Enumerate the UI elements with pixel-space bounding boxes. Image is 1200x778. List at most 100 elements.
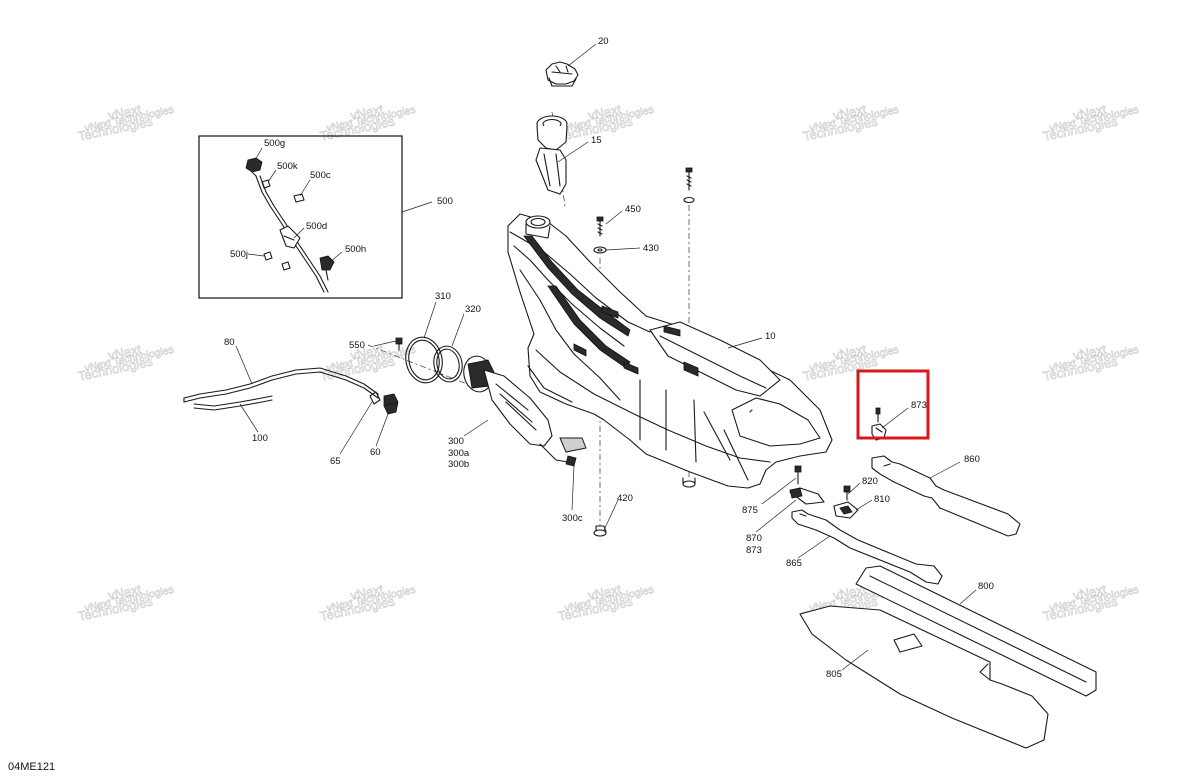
callout-420: 420 — [617, 493, 633, 504]
watermark-line1: vNext — [832, 581, 868, 603]
ring-320-part — [433, 345, 463, 383]
callout-870: 870 — [746, 533, 762, 544]
callout-450: 450 — [625, 204, 641, 215]
leader-500g — [253, 147, 263, 163]
leader-20 — [567, 43, 597, 67]
callout-873-top: 873 — [911, 400, 927, 411]
watermark-line1: vNext — [832, 341, 868, 363]
callout-15: 15 — [591, 135, 602, 146]
callout-80: 80 — [224, 337, 235, 348]
callout-60: 60 — [370, 447, 381, 458]
filler-neck-part — [535, 115, 568, 195]
callout-320: 320 — [465, 304, 481, 315]
watermark-line1: vNext — [587, 101, 623, 123]
connector-60-part — [383, 393, 399, 415]
callout-805: 805 — [826, 669, 842, 680]
callout-100: 100 — [252, 433, 268, 444]
nut-810-part — [833, 501, 859, 519]
leader-810 — [855, 499, 873, 511]
diagram-code: 04ME121 — [8, 761, 55, 773]
leader-500d — [293, 227, 305, 239]
leader-500k — [267, 169, 277, 183]
clamp-65-part — [369, 391, 381, 405]
leader-500j — [247, 253, 265, 257]
callout-310: 310 — [435, 291, 451, 302]
watermark-line1: vNext — [1072, 581, 1108, 603]
leader-500h — [329, 251, 343, 263]
leader-500c — [299, 179, 311, 197]
washer-430-part — [593, 246, 607, 254]
leader-865 — [797, 535, 831, 559]
highlight-box-873 — [856, 369, 930, 440]
leader-10 — [727, 337, 763, 349]
leader-100 — [239, 403, 259, 433]
callout-300a: 300a — [448, 448, 470, 459]
callout-300b: 300b — [448, 459, 469, 470]
leader-60 — [375, 413, 389, 447]
callout-800: 800 — [978, 581, 994, 592]
watermark-line1: vNext — [107, 581, 143, 603]
leader-420 — [603, 499, 619, 531]
leader-805 — [841, 649, 869, 671]
filler-cap-part — [545, 61, 579, 87]
leader-550 — [373, 340, 397, 347]
clip-870-part — [789, 487, 825, 505]
watermark-line1: vNext — [587, 581, 623, 603]
callout-865: 865 — [786, 558, 802, 569]
callout-300c: 300c — [562, 513, 583, 524]
watermark-line1: vNext — [349, 581, 385, 603]
callout-500c: 500c — [310, 170, 331, 181]
callout-500k: 500k — [277, 161, 298, 172]
leader-430 — [605, 247, 641, 251]
callout-10: 10 — [765, 331, 776, 342]
callout-500j: 500j — [230, 249, 248, 260]
leader-873-top — [881, 407, 909, 429]
callout-65: 65 — [330, 456, 341, 467]
callout-430: 430 — [643, 243, 659, 254]
callout-873: 873 — [746, 545, 762, 556]
leader-875 — [761, 477, 797, 505]
fuel-tank-part — [507, 213, 833, 537]
inset-box-500 — [198, 135, 403, 299]
watermark-line1: vNext — [349, 101, 385, 123]
leader-450 — [605, 210, 623, 225]
leader-860 — [929, 461, 961, 479]
callout-500: 500 — [437, 196, 453, 207]
leader-80 — [235, 345, 253, 385]
bolt-875-part — [794, 465, 802, 485]
watermark-line1: vNext — [107, 101, 143, 123]
callout-810: 810 — [874, 494, 890, 505]
screw-550-part — [395, 337, 403, 351]
leader-lines — [235, 43, 977, 671]
gasket-310-part — [405, 336, 443, 384]
vent-hose-assembly-500 — [245, 157, 335, 293]
rear-bolt-part — [683, 167, 695, 204]
leader-820 — [847, 482, 861, 495]
leader-300c — [571, 465, 575, 511]
leader-870 — [755, 499, 797, 533]
callout-500d: 500d — [306, 221, 327, 232]
clip-873-highlighted — [871, 407, 887, 441]
leader-800 — [959, 589, 977, 605]
watermark-line1: vNext — [1072, 101, 1108, 123]
callout-500g: 500g — [264, 138, 285, 149]
axis-line-pump — [367, 344, 483, 391]
watermark-line1: vNext — [1072, 341, 1108, 363]
watermark-line1: vNext — [349, 341, 385, 363]
callout-300: 300 — [448, 436, 464, 447]
bolt-450-part — [596, 216, 604, 237]
leader-310 — [423, 301, 437, 339]
bracket-865-part — [791, 509, 943, 585]
callout-820: 820 — [862, 476, 878, 487]
fuel-pump-300 — [463, 355, 587, 467]
watermark-line1: vNext — [107, 341, 143, 363]
strap-860-part — [871, 455, 1021, 537]
heat-shield-800 — [855, 565, 1097, 697]
callout-875: 875 — [742, 505, 758, 516]
watermark-line1: vNext — [832, 101, 868, 123]
fuel-line-100 — [193, 395, 273, 411]
leader-500 — [401, 201, 433, 213]
callout-550: 550 — [349, 340, 365, 351]
callout-20: 20 — [598, 36, 609, 47]
